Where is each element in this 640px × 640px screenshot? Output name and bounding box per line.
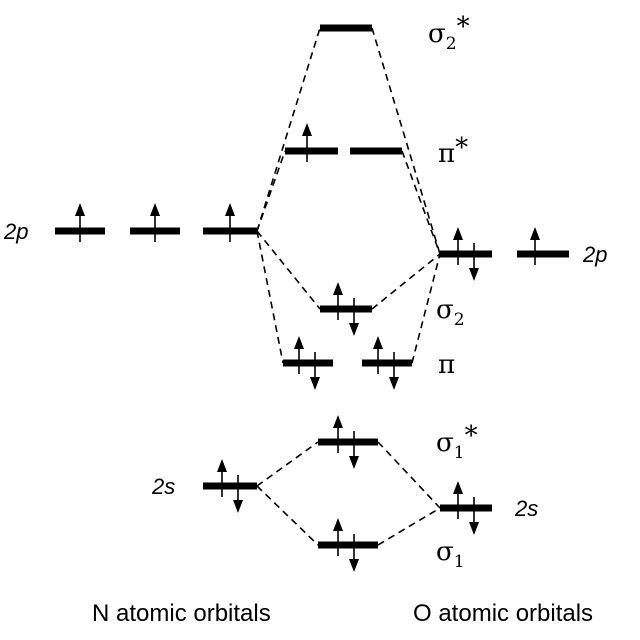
electron-up-arrow (150, 203, 160, 242)
pi-star-label: π* (438, 133, 468, 169)
electron-pair-arrows (333, 415, 359, 469)
n-atomic-orbitals-caption: N atomic orbitals (92, 600, 271, 627)
electron-up-arrow (75, 203, 85, 242)
correlation-lines (256, 27, 441, 546)
electron-pair-arrows (333, 518, 359, 572)
pi-to-o2p-line (411, 253, 441, 364)
pi-label: π (438, 350, 455, 380)
electrons (75, 123, 540, 572)
n2p-to-sigma2-line (256, 230, 321, 310)
electron-pair-arrows (453, 481, 479, 535)
n2s-to-sigma1star-line (256, 441, 319, 487)
electron-pair-arrows (294, 336, 320, 390)
n2s-to-sigma1-line (256, 485, 319, 546)
sigma2-to-o2p-line (371, 253, 441, 310)
n2p-to-pistar-line (256, 150, 286, 232)
sigma2star-to-o2p-line (371, 27, 441, 255)
n-2p-label: 2p (3, 219, 28, 244)
sigma1-label: σ1 (436, 537, 465, 572)
n-2s-label: 2s (151, 474, 175, 499)
sigma2-label: σ2 (436, 295, 465, 330)
energy-levels (55, 24, 569, 549)
electron-pair-arrows (373, 336, 399, 390)
electron-up-arrow (530, 227, 540, 265)
electron-pair-arrows (333, 282, 359, 336)
sigma1-to-o2s-line (377, 507, 441, 546)
n2p-to-sigma2star-line (256, 27, 321, 232)
electron-pair-arrows (453, 227, 479, 281)
sigma2-star-label: σ2* (428, 12, 470, 54)
o-2p-label: 2p (582, 242, 607, 267)
electron-up-arrow (225, 203, 235, 242)
pistar-to-o2p-line (401, 150, 441, 255)
electron-pair-arrows (217, 459, 243, 513)
o-atomic-orbitals-caption: O atomic orbitals (413, 600, 593, 627)
o-2s-label: 2s (514, 496, 538, 521)
sigma1star-to-o2s-line (377, 441, 441, 509)
sigma1-star-label: σ1* (436, 421, 478, 463)
electron-up-arrow (302, 123, 312, 162)
n2p-to-pi-line (256, 230, 284, 364)
